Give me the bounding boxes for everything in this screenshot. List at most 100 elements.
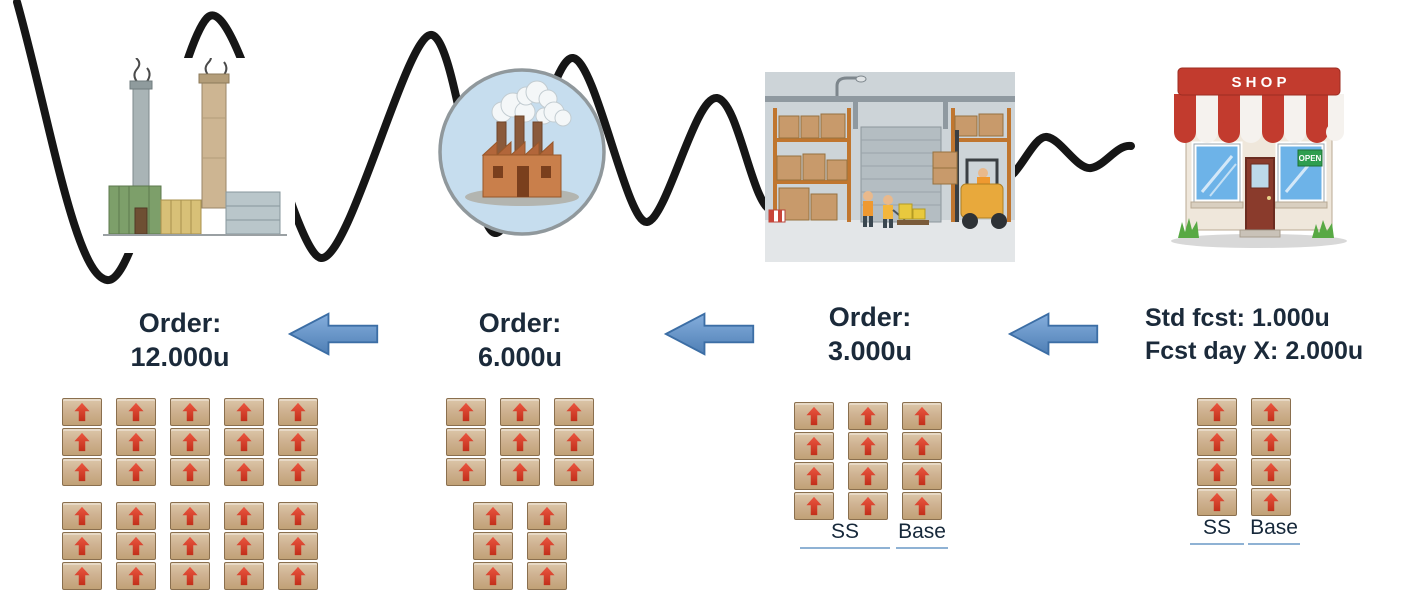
up-arrow-icon bbox=[290, 566, 306, 586]
up-arrow-icon bbox=[1263, 432, 1279, 452]
up-arrow-icon bbox=[74, 432, 90, 452]
box-stack bbox=[224, 398, 264, 486]
box-stack bbox=[902, 402, 942, 520]
inventory-box bbox=[848, 432, 888, 460]
inventory-box bbox=[224, 562, 264, 590]
inventory-box bbox=[116, 502, 156, 530]
up-arrow-icon bbox=[458, 462, 474, 482]
up-arrow-icon bbox=[1263, 462, 1279, 482]
box-row bbox=[62, 502, 318, 590]
inventory-box bbox=[116, 428, 156, 456]
box-stack bbox=[116, 502, 156, 590]
inventory-box bbox=[224, 532, 264, 560]
up-arrow-icon bbox=[236, 536, 252, 556]
svg-text:S H O P: S H O P bbox=[1231, 74, 1286, 91]
up-arrow-icon bbox=[128, 432, 144, 452]
inventory-box bbox=[278, 428, 318, 456]
order-label: Order: bbox=[138, 308, 222, 338]
inventory-box bbox=[224, 398, 264, 426]
up-arrow-icon bbox=[182, 402, 198, 422]
up-arrow-icon bbox=[860, 436, 876, 456]
inventory-box bbox=[1251, 398, 1291, 426]
box-stack bbox=[170, 502, 210, 590]
up-arrow-icon bbox=[236, 566, 252, 586]
inventory-box bbox=[446, 458, 486, 486]
up-arrow-icon bbox=[512, 462, 528, 482]
up-arrow-icon bbox=[236, 462, 252, 482]
up-arrow-icon bbox=[128, 506, 144, 526]
up-arrow-icon bbox=[74, 536, 90, 556]
up-arrow-icon bbox=[128, 566, 144, 586]
up-arrow-icon bbox=[914, 496, 930, 516]
inventory-box bbox=[116, 532, 156, 560]
up-arrow-icon bbox=[806, 436, 822, 456]
order-quantity: 12.000u bbox=[130, 342, 230, 372]
up-arrow-icon bbox=[806, 406, 822, 426]
inventory-box bbox=[116, 562, 156, 590]
up-arrow-icon bbox=[1263, 492, 1279, 512]
up-arrow-icon bbox=[182, 506, 198, 526]
up-arrow-icon bbox=[236, 402, 252, 422]
stock-labels-shop: SS Base bbox=[1190, 516, 1300, 545]
up-arrow-icon bbox=[128, 536, 144, 556]
up-arrow-icon bbox=[806, 496, 822, 516]
inventory-box bbox=[848, 492, 888, 520]
dayx-forecast: Fcst day X: 2.000u bbox=[1145, 337, 1364, 365]
up-arrow-icon bbox=[182, 536, 198, 556]
box-stack bbox=[554, 398, 594, 486]
up-arrow-icon bbox=[290, 432, 306, 452]
box-stack bbox=[278, 398, 318, 486]
inventory-box bbox=[1197, 488, 1237, 516]
box-stack bbox=[170, 398, 210, 486]
up-arrow-icon bbox=[290, 462, 306, 482]
up-arrow-icon bbox=[914, 406, 930, 426]
box-row bbox=[62, 398, 318, 486]
box-stack bbox=[446, 398, 486, 486]
up-arrow-icon bbox=[860, 466, 876, 486]
inventory-warehouse bbox=[794, 402, 942, 520]
inventory-box bbox=[902, 432, 942, 460]
shop-door bbox=[1239, 157, 1281, 238]
up-arrow-icon bbox=[539, 506, 555, 526]
up-arrow-icon bbox=[512, 432, 528, 452]
plant-buildings bbox=[103, 185, 287, 236]
left-arrow-icon bbox=[287, 312, 379, 356]
inventory-box bbox=[224, 428, 264, 456]
inventory-box bbox=[527, 532, 567, 560]
inventory-box bbox=[224, 502, 264, 530]
warehouse-illustration bbox=[765, 72, 1015, 262]
inventory-box bbox=[278, 562, 318, 590]
inventory-box bbox=[170, 458, 210, 486]
inventory-box bbox=[278, 458, 318, 486]
std-forecast: Std fcst: 1.000u bbox=[1145, 304, 1330, 332]
left-rack bbox=[773, 108, 851, 222]
up-arrow-icon bbox=[74, 402, 90, 422]
inventory-box bbox=[500, 428, 540, 456]
inventory-shop bbox=[1197, 398, 1291, 516]
left-arrow-icon bbox=[663, 312, 755, 356]
up-arrow-icon bbox=[1209, 462, 1225, 482]
up-arrow-icon bbox=[806, 466, 822, 486]
inventory-box bbox=[527, 502, 567, 530]
box-stack bbox=[62, 502, 102, 590]
inventory-box bbox=[170, 428, 210, 456]
up-arrow-icon bbox=[566, 432, 582, 452]
up-arrow-icon bbox=[290, 506, 306, 526]
inventory-box bbox=[170, 398, 210, 426]
inventory-box bbox=[278, 532, 318, 560]
box-stack bbox=[1251, 398, 1291, 516]
shop-window-right: OPEN bbox=[1274, 141, 1328, 209]
box-stack bbox=[116, 398, 156, 486]
inventory-box bbox=[794, 432, 834, 460]
box-row bbox=[473, 502, 567, 590]
box-stack bbox=[1197, 398, 1237, 516]
shop-sign: S H O P bbox=[1177, 67, 1341, 96]
up-arrow-icon bbox=[512, 402, 528, 422]
up-arrow-icon bbox=[74, 506, 90, 526]
safety-stock-label: SS bbox=[800, 520, 890, 549]
inventory-box bbox=[473, 532, 513, 560]
up-arrow-icon bbox=[485, 536, 501, 556]
inventory-box bbox=[62, 532, 102, 560]
up-arrow-icon bbox=[539, 536, 555, 556]
